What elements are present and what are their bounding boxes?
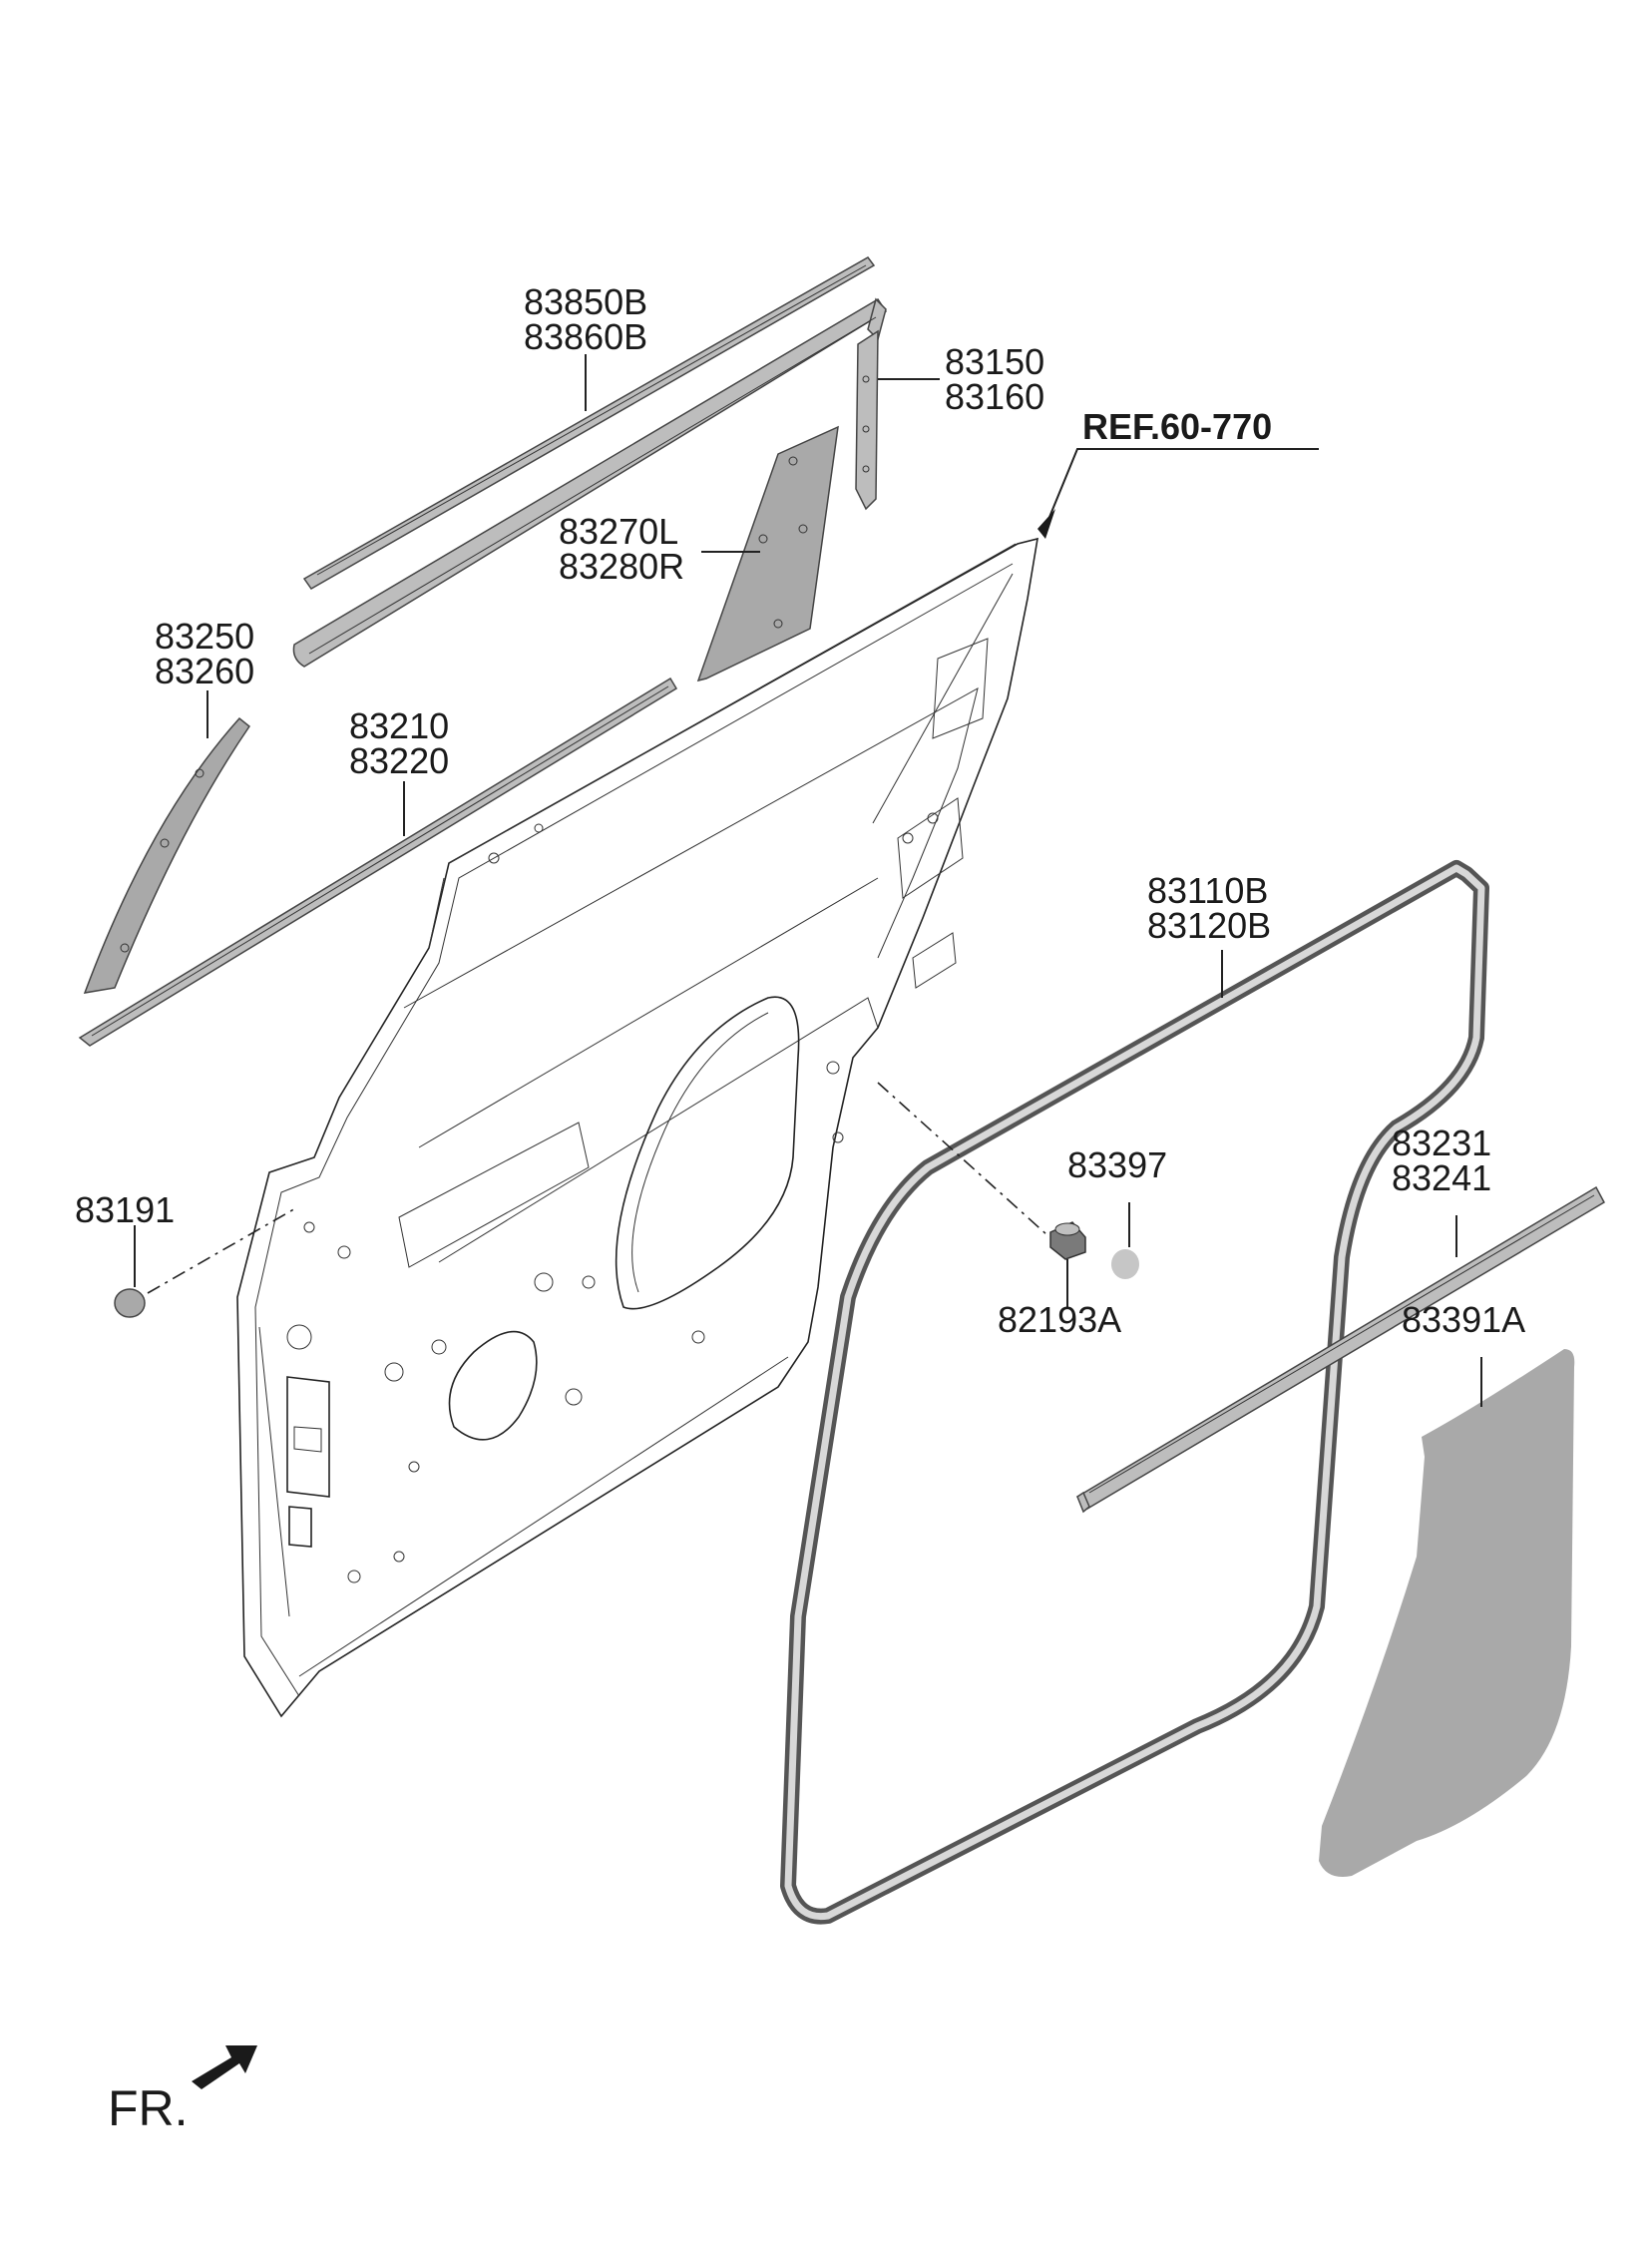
door-inner-panel bbox=[236, 537, 1038, 1718]
front-indicator-label: FR. bbox=[108, 2080, 189, 2136]
part-label-83120B: 83120B bbox=[1147, 905, 1271, 946]
waterproof-film bbox=[1319, 1349, 1575, 1877]
b-pillar-garnish bbox=[855, 329, 879, 511]
part-label-83260: 83260 bbox=[155, 651, 254, 691]
part-label-83860B: 83860B bbox=[524, 316, 647, 357]
front-pillar-garnish bbox=[83, 716, 251, 994]
beltline-weatherstrip bbox=[78, 676, 678, 1047]
part-label-82193A: 82193A bbox=[998, 1299, 1121, 1340]
part-label-83850B: 83850B bbox=[524, 281, 647, 322]
part-label-83220: 83220 bbox=[349, 740, 449, 781]
lower-weatherstrip bbox=[1075, 1185, 1605, 1514]
part-label-83150: 83150 bbox=[945, 341, 1044, 382]
front-direction-arrow bbox=[192, 2045, 257, 2089]
window-frame-molding bbox=[292, 297, 888, 668]
part-label-83397: 83397 bbox=[1067, 1144, 1167, 1185]
plug-83191 bbox=[114, 1288, 146, 1318]
ref-label: REF.60-770 bbox=[1082, 406, 1272, 447]
bumper-82193A bbox=[1049, 1221, 1086, 1260]
part-label-83391A: 83391A bbox=[1402, 1299, 1525, 1340]
part-label-83191: 83191 bbox=[75, 1189, 175, 1230]
door-opening-weatherstrip bbox=[780, 860, 1489, 1925]
plug-83397 bbox=[1111, 1249, 1139, 1279]
part-label-83110B: 83110B bbox=[1147, 870, 1268, 911]
leader-lines bbox=[134, 354, 1482, 1407]
part-label-83270L: 83270L bbox=[559, 511, 678, 552]
part-label-83160: 83160 bbox=[945, 376, 1044, 417]
part-label-83250: 83250 bbox=[155, 616, 254, 657]
part-label-83280R: 83280R bbox=[559, 546, 684, 587]
part-label-83210: 83210 bbox=[349, 705, 449, 746]
part-label-83231: 83231 bbox=[1392, 1123, 1491, 1163]
delta-garnish bbox=[696, 425, 839, 682]
upper-window-molding bbox=[302, 256, 876, 590]
part-label-83241: 83241 bbox=[1392, 1157, 1491, 1198]
